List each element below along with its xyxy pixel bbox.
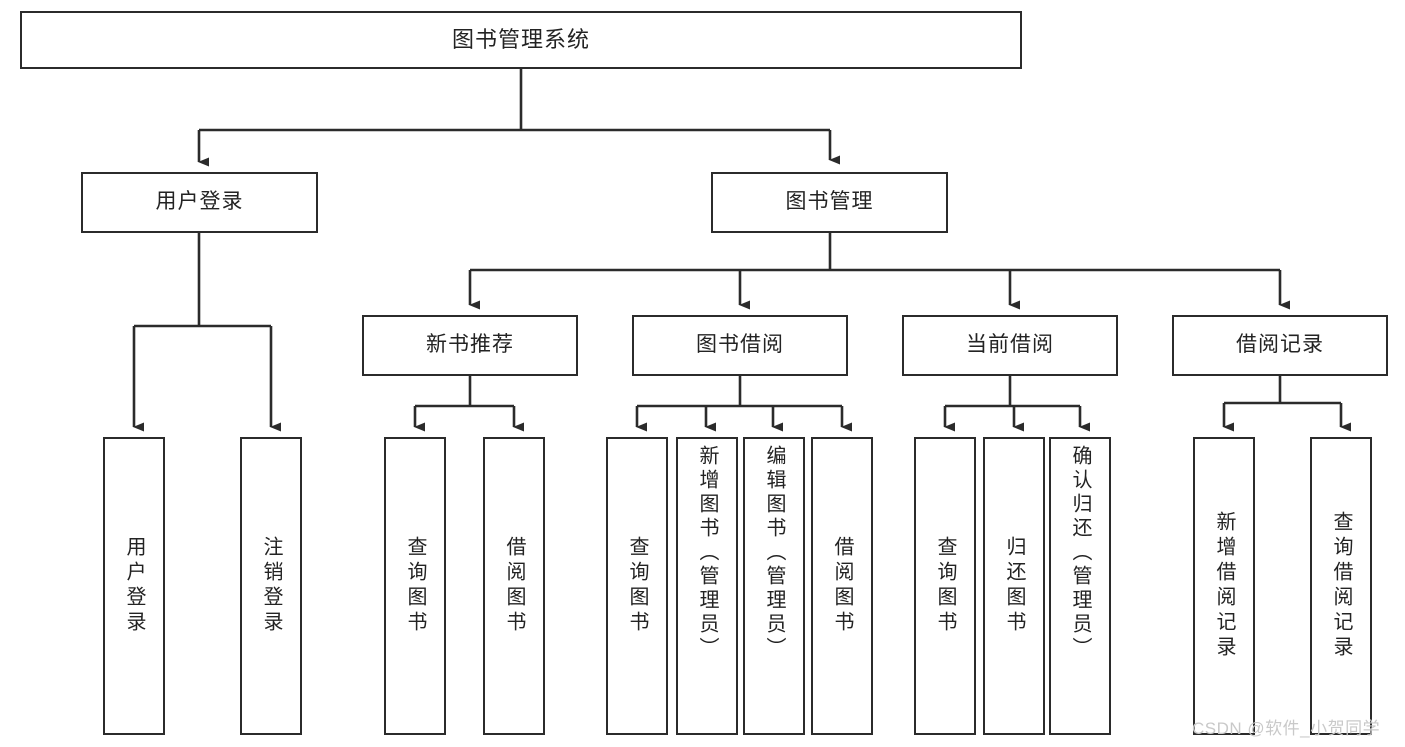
node-label: 借阅记录	[1236, 333, 1324, 357]
node-book-manage[interactable]: 图书管理	[711, 172, 948, 233]
node-label: 查询借阅记录	[1330, 511, 1352, 661]
node-leaf-add-book[interactable]: 新增图书（管理员）	[676, 437, 738, 735]
node-label: 编辑图书（管理员）	[763, 445, 785, 661]
node-new-book-recommend[interactable]: 新书推荐	[362, 315, 578, 376]
node-label: 归还图书	[1003, 536, 1025, 636]
node-leaf-query-book-3[interactable]: 查询图书	[914, 437, 976, 735]
node-label: 图书管理	[785, 190, 874, 214]
node-label: 图书管理系统	[451, 27, 590, 53]
node-label: 确认归还（管理员）	[1069, 445, 1091, 661]
node-borrow-record[interactable]: 借阅记录	[1172, 315, 1388, 376]
node-book-borrow[interactable]: 图书借阅	[632, 315, 848, 376]
node-leaf-borrow-book-2[interactable]: 借阅图书	[811, 437, 873, 735]
node-leaf-add-record[interactable]: 新增借阅记录	[1193, 437, 1255, 735]
node-leaf-borrow-book-1[interactable]: 借阅图书	[483, 437, 545, 735]
node-label: 用户登录	[123, 536, 145, 636]
node-label: 借阅图书	[503, 536, 525, 636]
node-leaf-query-record[interactable]: 查询借阅记录	[1310, 437, 1372, 735]
node-leaf-user-login[interactable]: 用户登录	[103, 437, 165, 735]
csdn-watermark: CSDN @软件_小贺同学	[1192, 719, 1381, 738]
node-leaf-return-book[interactable]: 归还图书	[983, 437, 1045, 735]
node-leaf-query-book-1[interactable]: 查询图书	[384, 437, 446, 735]
node-leaf-query-book-2[interactable]: 查询图书	[606, 437, 668, 735]
node-label: 查询图书	[934, 536, 956, 636]
node-label: 新增图书（管理员）	[696, 445, 718, 661]
node-label: 用户登录	[155, 190, 244, 214]
node-label: 查询图书	[626, 536, 648, 636]
node-label: 当前借阅	[966, 333, 1054, 357]
node-user-login[interactable]: 用户登录	[81, 172, 318, 233]
node-current-borrow[interactable]: 当前借阅	[902, 315, 1118, 376]
node-root-system[interactable]: 图书管理系统	[20, 11, 1022, 69]
node-leaf-logout-login[interactable]: 注销登录	[240, 437, 302, 735]
node-label: 查询图书	[404, 536, 426, 636]
node-leaf-confirm-return[interactable]: 确认归还（管理员）	[1049, 437, 1111, 735]
node-label: 注销登录	[260, 536, 282, 636]
node-label: 新书推荐	[426, 333, 514, 357]
node-label: 借阅图书	[831, 536, 853, 636]
node-leaf-edit-book[interactable]: 编辑图书（管理员）	[743, 437, 805, 735]
node-label: 新增借阅记录	[1213, 511, 1235, 661]
node-label: 图书借阅	[696, 333, 784, 357]
